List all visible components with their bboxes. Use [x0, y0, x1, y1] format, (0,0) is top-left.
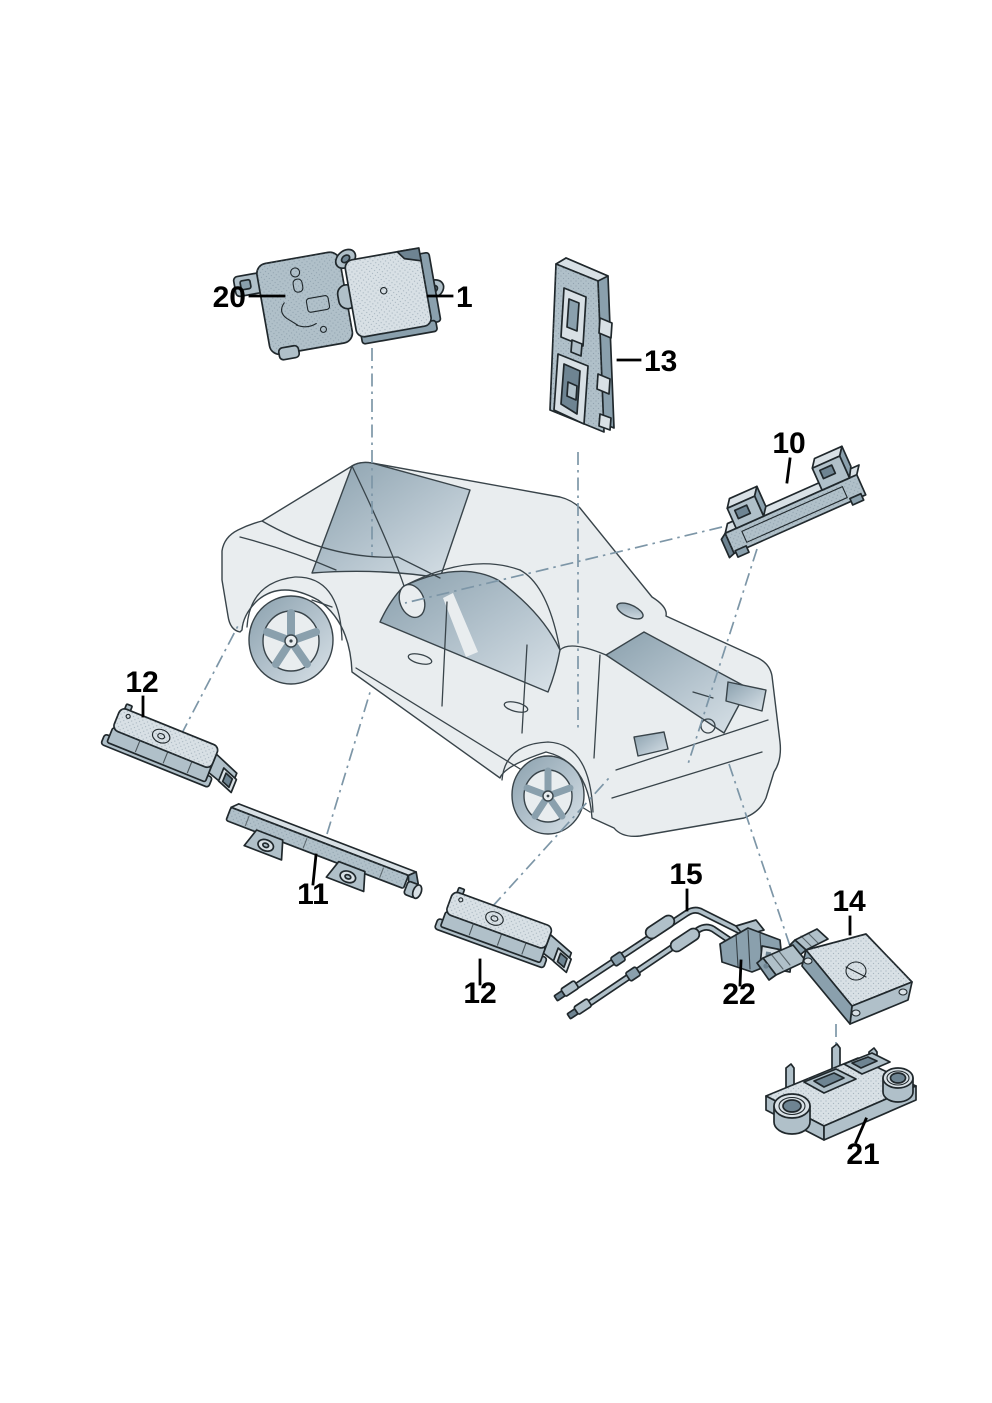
- leader-part11-sill: [326, 688, 372, 835]
- leader-part12-left-fender: [180, 621, 241, 736]
- part-14-emboss: [845, 961, 867, 981]
- part-10-connector-right: [811, 445, 852, 492]
- callout-line-11: [311, 853, 318, 886]
- door-handle-front: [407, 653, 433, 665]
- callout-label-part-21[interactable]: 21: [846, 1138, 879, 1171]
- part-21-frame: [803, 1068, 857, 1094]
- callout-label-part-20[interactable]: 20: [213, 281, 246, 314]
- roof-rail-line: [403, 563, 521, 587]
- door-seam-front: [441, 601, 448, 707]
- callout-label-part-10[interactable]: 10: [772, 427, 805, 460]
- cowl-line: [261, 520, 441, 579]
- part-1-center-dot: [379, 286, 388, 295]
- cable-ferrite-bead: [669, 927, 701, 953]
- cable-plug-tip: [566, 998, 592, 1020]
- part-21-grommet-left: [773, 1093, 811, 1135]
- cable-plug-tip: [553, 980, 579, 1002]
- callout-label-part-12-left[interactable]: 12: [125, 666, 158, 699]
- bumper-crease-1: [615, 719, 769, 771]
- part-13-upper-socket: [560, 287, 587, 357]
- fender-vent: [311, 599, 333, 608]
- callout-label-part-15[interactable]: 15: [669, 858, 702, 891]
- callout-label-part-22[interactable]: 22: [722, 978, 755, 1011]
- b-pillar: [443, 593, 478, 657]
- part-21-frame: [843, 1052, 891, 1075]
- door-handle-rear: [503, 701, 529, 713]
- part-15-antenna-cables[interactable]: [553, 906, 762, 1020]
- rear-wheel-arch: [501, 741, 594, 813]
- leader-part10-bumper: [687, 548, 758, 765]
- part-21-bracket[interactable]: [765, 1043, 917, 1141]
- part-10-connector-left: [726, 485, 767, 530]
- leader-part12-bottom-rocker: [491, 777, 610, 908]
- callout-label-part-12-bottom[interactable]: 12: [463, 977, 496, 1010]
- cable-crimp-ring: [625, 966, 641, 982]
- hatch-seam: [593, 654, 601, 759]
- cable-crimp-ring: [610, 951, 626, 967]
- callout-label-part-14[interactable]: 14: [832, 885, 866, 918]
- callout-line-22: [738, 959, 743, 987]
- bumper-crease-2: [611, 751, 763, 799]
- callout-label-part-11[interactable]: 11: [297, 878, 329, 911]
- part-11-foot: [243, 829, 284, 861]
- c-pillar-line: [519, 569, 607, 656]
- part-13-lower-socket: [553, 353, 589, 425]
- callout-label-part-13[interactable]: 13: [644, 345, 677, 378]
- door-seam-rear: [521, 644, 528, 734]
- hood-crease: [239, 536, 337, 571]
- rear-wheel: [501, 741, 594, 835]
- callout-line-10: [785, 457, 792, 484]
- taillight-right: [725, 681, 767, 712]
- callout-label-part-1[interactable]: 1: [456, 281, 473, 314]
- leader-bumper-part14: [728, 763, 792, 950]
- cable-ferrite-bead: [644, 914, 676, 940]
- leader-lines: [180, 290, 837, 1062]
- part-13-module[interactable]: [549, 257, 615, 433]
- part-21-grommet-right: [882, 1067, 914, 1103]
- front-wheel-arch: [246, 576, 343, 641]
- part-14-socket-left: [756, 944, 807, 981]
- part-12-antenna-module-left[interactable]: [99, 699, 249, 798]
- part-11-foot: [325, 860, 366, 893]
- car-illustration: [221, 461, 782, 838]
- leader-part10-roof: [404, 526, 723, 604]
- callout-lines: [141, 294, 868, 1144]
- front-wheel: [246, 576, 343, 685]
- roof-antenna-fin: [616, 602, 644, 620]
- a-pillar-line: [351, 465, 405, 587]
- callout-line-21: [854, 1117, 868, 1144]
- part-12-antenna-module-bottom[interactable]: [433, 883, 582, 977]
- taillight-left: [633, 731, 669, 757]
- callout-labels: 20 1 13 10 12 11 12 15 22 14 21: [125, 281, 879, 1171]
